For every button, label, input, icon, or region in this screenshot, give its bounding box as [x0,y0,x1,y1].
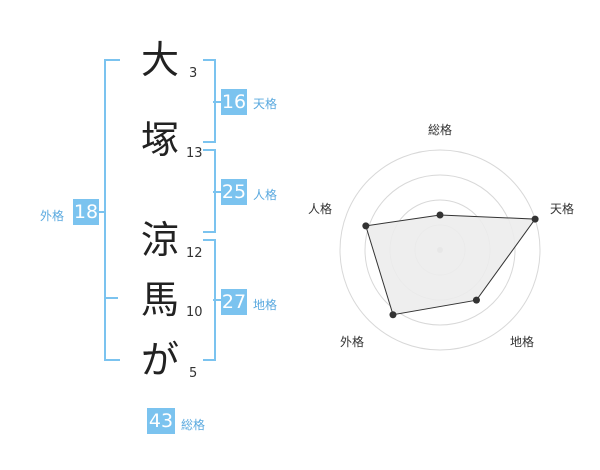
jinkaku-value-box: 25 [221,179,247,205]
jinkaku-connector [213,191,221,193]
gaikaku-value-box: 18 [73,199,99,225]
chikaku-connector [213,299,221,301]
stroke-count-4: 10 [186,305,203,320]
radar-area [365,214,537,316]
stroke-count-3: 12 [186,246,203,261]
name-char-2: 塚 [140,118,179,162]
radar-point-3 [472,296,480,304]
radar-axis-label-gaikaku: 外格 [340,334,364,349]
radar-point-1 [436,211,444,219]
radar-points [362,211,539,319]
name-char-1: 大 [140,38,179,82]
tenkaku-value-box: 16 [221,89,247,115]
radar-ring [339,149,541,351]
gaikaku-bracket [104,59,120,361]
soukaku-value-box: 43 [147,408,175,434]
radar-chart: 総格 天格 地格 外格 人格 [308,122,574,351]
radar-axis-label-jinkaku: 人格 [308,201,332,216]
chikaku-value-box: 27 [221,289,247,315]
radar-axis-label-chikaku: 地格 [510,334,534,349]
name-char-5: が [140,338,179,382]
stroke-count-1: 3 [189,66,198,81]
radar-point-4 [389,311,397,319]
name-char-4: 馬 [140,278,179,322]
chikaku-label: 地格 [253,298,278,312]
stroke-count-2: 13 [186,146,203,161]
gaikaku-stub-top [104,297,118,299]
stroke-count-5: 5 [189,366,198,381]
radar-point-5 [362,222,370,230]
tenkaku-connector [213,101,221,103]
radar-ring [364,174,516,326]
soukaku-label: 総格 [181,418,206,432]
jinkaku-label: 人格 [253,188,278,202]
gaikaku-stub-mid [96,211,106,213]
gaikaku-label: 外格 [40,209,65,223]
tenkaku-label: 天格 [253,97,278,111]
name-char-3: 涼 [140,218,179,262]
radar-point-2 [531,215,539,223]
radar-axis-label-soukaku: 総格 [428,122,452,137]
radar-axis-label-tenkaku: 天格 [550,201,574,216]
